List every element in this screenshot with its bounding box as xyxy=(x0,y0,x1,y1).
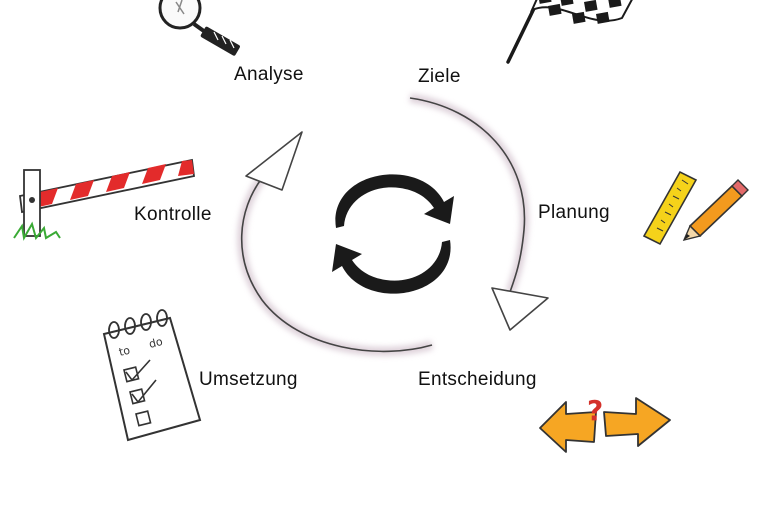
step-label-ziele: Ziele xyxy=(418,66,461,87)
barrier-icon xyxy=(13,158,195,241)
ruler-pencil-icon xyxy=(642,170,749,246)
refresh-icon xyxy=(332,174,454,294)
step-label-planung: Planung xyxy=(538,202,610,223)
checkered-flag-icon xyxy=(506,0,633,64)
step-label-entscheidung: Entscheidung xyxy=(418,369,537,390)
question-mark: ? xyxy=(587,394,603,427)
checklist-to: to xyxy=(118,344,132,359)
step-label-analyse: Analyse xyxy=(234,64,304,85)
cycle-ring xyxy=(237,93,549,356)
ring-arrowhead-left xyxy=(245,131,303,191)
todo-checklist-icon: to do xyxy=(102,309,202,442)
ring-arrowhead-right xyxy=(491,287,549,331)
magnifier-icon xyxy=(158,0,240,56)
step-label-kontrolle: Kontrolle xyxy=(134,204,212,225)
step-label-umsetzung: Umsetzung xyxy=(199,369,298,390)
checklist-do: do xyxy=(148,335,165,351)
direction-arrows-icon: ? xyxy=(539,394,671,453)
